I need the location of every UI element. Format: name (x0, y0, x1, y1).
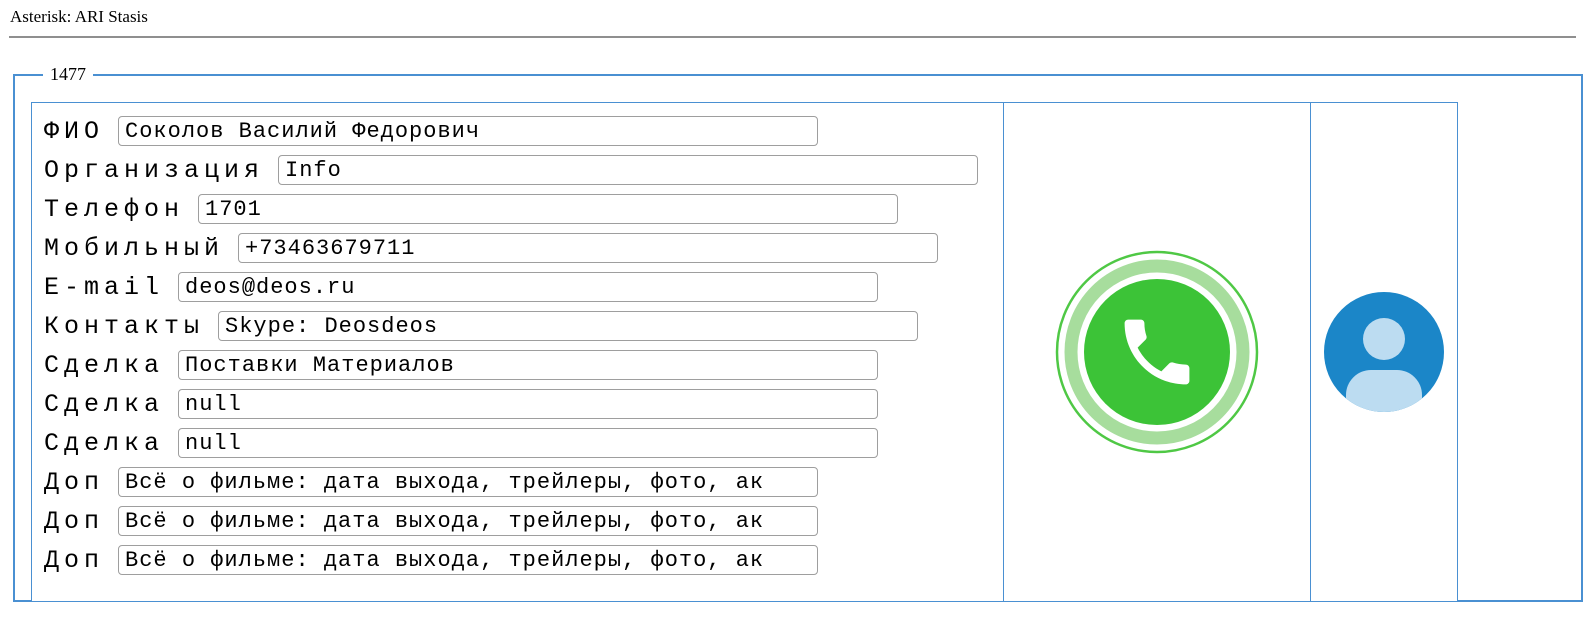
deal-label-2: Сделка (44, 389, 165, 419)
field-row-extra-3: Доп (44, 545, 1003, 575)
phone-call-icon[interactable] (1054, 249, 1260, 455)
field-row-organization: Организация (44, 155, 1003, 185)
field-row-phone: Телефон (44, 194, 1003, 224)
organization-input[interactable] (278, 155, 979, 185)
horizontal-divider (9, 36, 1576, 38)
field-row-deal-1: Сделка (44, 350, 1003, 380)
field-row-deal-2: Сделка (44, 389, 1003, 419)
extra-label-1: Доп (44, 467, 105, 497)
mobile-input[interactable] (238, 233, 939, 263)
fio-label: ФИО (44, 116, 105, 146)
extra-input-1[interactable] (118, 467, 819, 497)
extra-input-2[interactable] (118, 506, 819, 536)
field-row-email: E-mail (44, 272, 1003, 302)
fio-input[interactable] (118, 116, 819, 146)
organization-label: Организация (44, 155, 265, 185)
contacts-input[interactable] (218, 311, 919, 341)
contact-card: ФИО Организация Телефон Мобильный E-mail… (31, 102, 1458, 602)
channel-fieldset: 1477 ФИО Организация Телефон Мобильный E… (13, 64, 1583, 602)
field-row-deal-3: Сделка (44, 428, 1003, 458)
contact-form: ФИО Организация Телефон Мобильный E-mail… (32, 103, 1003, 601)
contacts-label: Контакты (44, 311, 205, 341)
page-title: Asterisk: ARI Stasis (10, 7, 148, 26)
email-input[interactable] (178, 272, 879, 302)
field-row-mobile: Мобильный (44, 233, 1003, 263)
deal-input-3[interactable] (178, 428, 879, 458)
person-avatar-icon[interactable] (1323, 291, 1445, 413)
phone-label: Телефон (44, 194, 185, 224)
phone-input[interactable] (198, 194, 899, 224)
deal-label-3: Сделка (44, 428, 165, 458)
field-row-contacts: Контакты (44, 311, 1003, 341)
channel-id-legend: 1477 (50, 64, 86, 84)
avatar-panel (1310, 103, 1457, 601)
deal-label-1: Сделка (44, 350, 165, 380)
mobile-label: Мобильный (44, 233, 225, 263)
field-row-fio: ФИО (44, 116, 1003, 146)
field-row-extra-1: Доп (44, 467, 1003, 497)
field-row-extra-2: Доп (44, 506, 1003, 536)
extra-label-3: Доп (44, 545, 105, 575)
extra-input-3[interactable] (118, 545, 819, 575)
extra-label-2: Доп (44, 506, 105, 536)
email-label: E-mail (44, 272, 165, 302)
deal-input-2[interactable] (178, 389, 879, 419)
deal-input-1[interactable] (178, 350, 879, 380)
call-panel (1003, 103, 1310, 601)
